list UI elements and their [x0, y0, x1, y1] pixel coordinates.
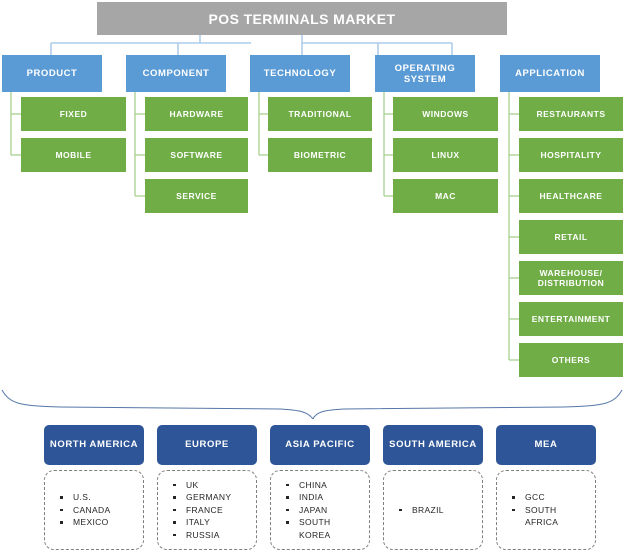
list-item: MEXICO — [58, 516, 111, 529]
country-list: BRAZIL — [397, 504, 444, 517]
sub-segment-warehouse-distribution[interactable]: WAREHOUSE/ DISTRIBUTION — [519, 261, 623, 295]
list-item: CHINA — [284, 479, 331, 492]
region-country-list-south-america: BRAZIL — [383, 470, 483, 550]
sub-segment-mobile[interactable]: MOBILE — [21, 138, 126, 172]
page-title: POS TERMINALS MARKET — [97, 2, 507, 35]
sub-segment-healthcare[interactable]: HEALTHCARE — [519, 179, 623, 213]
sub-segment-retail[interactable]: RETAIL — [519, 220, 623, 254]
list-item: JAPAN — [284, 504, 331, 517]
sub-segment-traditional[interactable]: TRADITIONAL — [268, 97, 372, 131]
sub-segment-hardware[interactable]: HARDWARE — [145, 97, 248, 131]
list-item: INDIA — [284, 491, 331, 504]
sub-segment-mac[interactable]: MAC — [393, 179, 498, 213]
list-item: UK — [171, 479, 231, 492]
list-item: ITALY — [171, 516, 231, 529]
list-item: SOUTH KOREA — [284, 516, 331, 541]
list-item: GERMANY — [171, 491, 231, 504]
sub-segment-others[interactable]: OTHERS — [519, 343, 623, 377]
region-header-mea[interactable]: MEA — [496, 425, 596, 465]
list-item: CANADA — [58, 504, 111, 517]
sub-segment-restaurants[interactable]: RESTAURANTS — [519, 97, 623, 131]
region-header-south-america[interactable]: SOUTH AMERICA — [383, 425, 483, 465]
sub-segment-windows[interactable]: WINDOWS — [393, 97, 498, 131]
list-item: SOUTH AFRICA — [510, 504, 558, 529]
list-item: GCC — [510, 491, 558, 504]
segment-header-operating-system[interactable]: OPERATING SYSTEM — [375, 55, 475, 92]
sub-segment-biometric[interactable]: BIOMETRIC — [268, 138, 372, 172]
segment-header-technology[interactable]: TECHNOLOGY — [250, 55, 350, 92]
list-item: FRANCE — [171, 504, 231, 517]
sub-segment-software[interactable]: SOFTWARE — [145, 138, 248, 172]
segment-header-component[interactable]: COMPONENT — [126, 55, 226, 92]
region-header-north-america[interactable]: NORTH AMERICA — [44, 425, 144, 465]
sub-segment-hospitality[interactable]: HOSPITALITY — [519, 138, 623, 172]
sub-segment-linux[interactable]: LINUX — [393, 138, 498, 172]
sub-segment-fixed[interactable]: FIXED — [21, 97, 126, 131]
sub-segment-entertainment[interactable]: ENTERTAINMENT — [519, 302, 623, 336]
list-item: RUSSIA — [171, 529, 231, 542]
region-header-asia-pacific[interactable]: ASIA PACIFIC — [270, 425, 370, 465]
region-header-europe[interactable]: EUROPE — [157, 425, 257, 465]
segment-header-product[interactable]: PRODUCT — [2, 55, 102, 92]
segment-header-application[interactable]: APPLICATION — [500, 55, 600, 92]
list-item: BRAZIL — [397, 504, 444, 517]
sub-segment-service[interactable]: SERVICE — [145, 179, 248, 213]
list-item: U.S. — [58, 491, 111, 504]
